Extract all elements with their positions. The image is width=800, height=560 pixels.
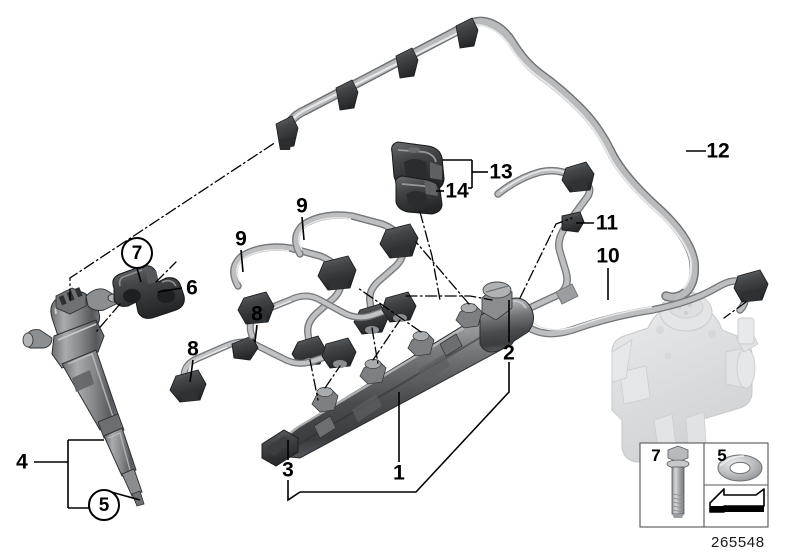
callout-12: 12 <box>706 139 730 163</box>
line-clip <box>561 211 585 233</box>
line-connector <box>379 223 419 259</box>
callout-14: 14 <box>445 179 469 203</box>
callout-2: 2 <box>503 341 515 365</box>
common-rail <box>261 281 534 467</box>
fuel-return-lines <box>169 291 417 403</box>
sealing-ring-icon <box>717 454 763 482</box>
diagram-number: 265548 <box>711 534 765 551</box>
line-connector <box>169 369 207 403</box>
callout-4: 4 <box>16 450 28 474</box>
rail-port <box>455 303 483 329</box>
leader-lines <box>34 150 706 509</box>
legend-number-bolt: 7 <box>651 446 661 465</box>
line-connector <box>321 337 357 369</box>
injector-clamp <box>112 265 185 319</box>
callout-9-left: 9 <box>235 227 247 251</box>
high-pressure-fuel-lines <box>230 211 419 367</box>
fuel-supply-line <box>494 161 769 338</box>
fuel-injector <box>22 287 145 507</box>
callout-11: 11 <box>595 211 619 235</box>
callout-6: 6 <box>186 276 198 300</box>
line-bracket-lower <box>395 175 443 215</box>
rail-port <box>311 387 339 413</box>
hex-flange-bolt-icon <box>666 445 690 518</box>
callout-10: 10 <box>596 244 620 268</box>
rail-port <box>407 331 435 357</box>
line-connector <box>561 161 595 193</box>
line-clip <box>395 47 419 79</box>
line-clip <box>275 115 299 150</box>
line-bracket <box>231 335 259 361</box>
legend-box <box>639 442 769 528</box>
line-clip <box>455 17 479 49</box>
callout-8-upper: 8 <box>251 302 263 326</box>
high-pressure-pump-ghost <box>611 290 759 463</box>
direction-arrow-icon <box>709 488 765 513</box>
line-connector <box>733 269 769 303</box>
line-connector <box>317 255 357 291</box>
callout-1: 1 <box>393 461 405 485</box>
callout-3: 3 <box>282 458 294 482</box>
callout-5: 5 <box>88 489 120 521</box>
fuel-vent-line <box>275 16 700 303</box>
assembly-lines <box>69 141 747 401</box>
line-connector <box>237 291 275 325</box>
callout-8-lower: 8 <box>187 337 199 361</box>
rail-port <box>359 359 387 385</box>
callout-7: 7 <box>121 237 153 269</box>
callout-9-right: 9 <box>296 194 308 218</box>
legend-number-washer: 5 <box>717 446 727 465</box>
callout-13: 13 <box>489 160 513 184</box>
line-clip <box>335 79 359 111</box>
